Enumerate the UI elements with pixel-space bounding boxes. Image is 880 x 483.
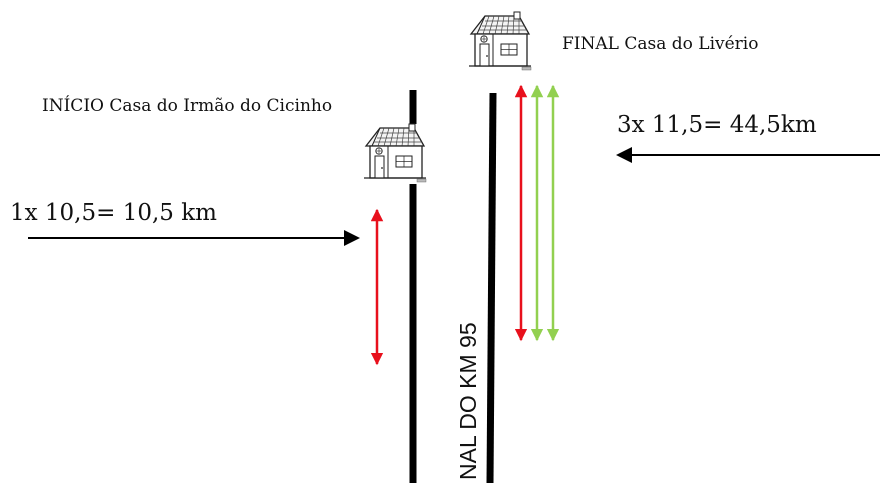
end-label: FINAL Casa do Livério [562, 34, 759, 54]
right-distance-label: 3x 11,5= 44,5km [617, 112, 817, 138]
start-label: INÍCIO Casa do Irmão do Cicinho [42, 96, 333, 116]
road-line-right [486, 92, 497, 483]
road-label: NAL DO KM 95 [455, 322, 481, 480]
end-house-icon [466, 11, 534, 73]
start-house-icon [361, 123, 429, 185]
left-distance-label: 1x 10,5= 10,5 km [10, 200, 217, 226]
